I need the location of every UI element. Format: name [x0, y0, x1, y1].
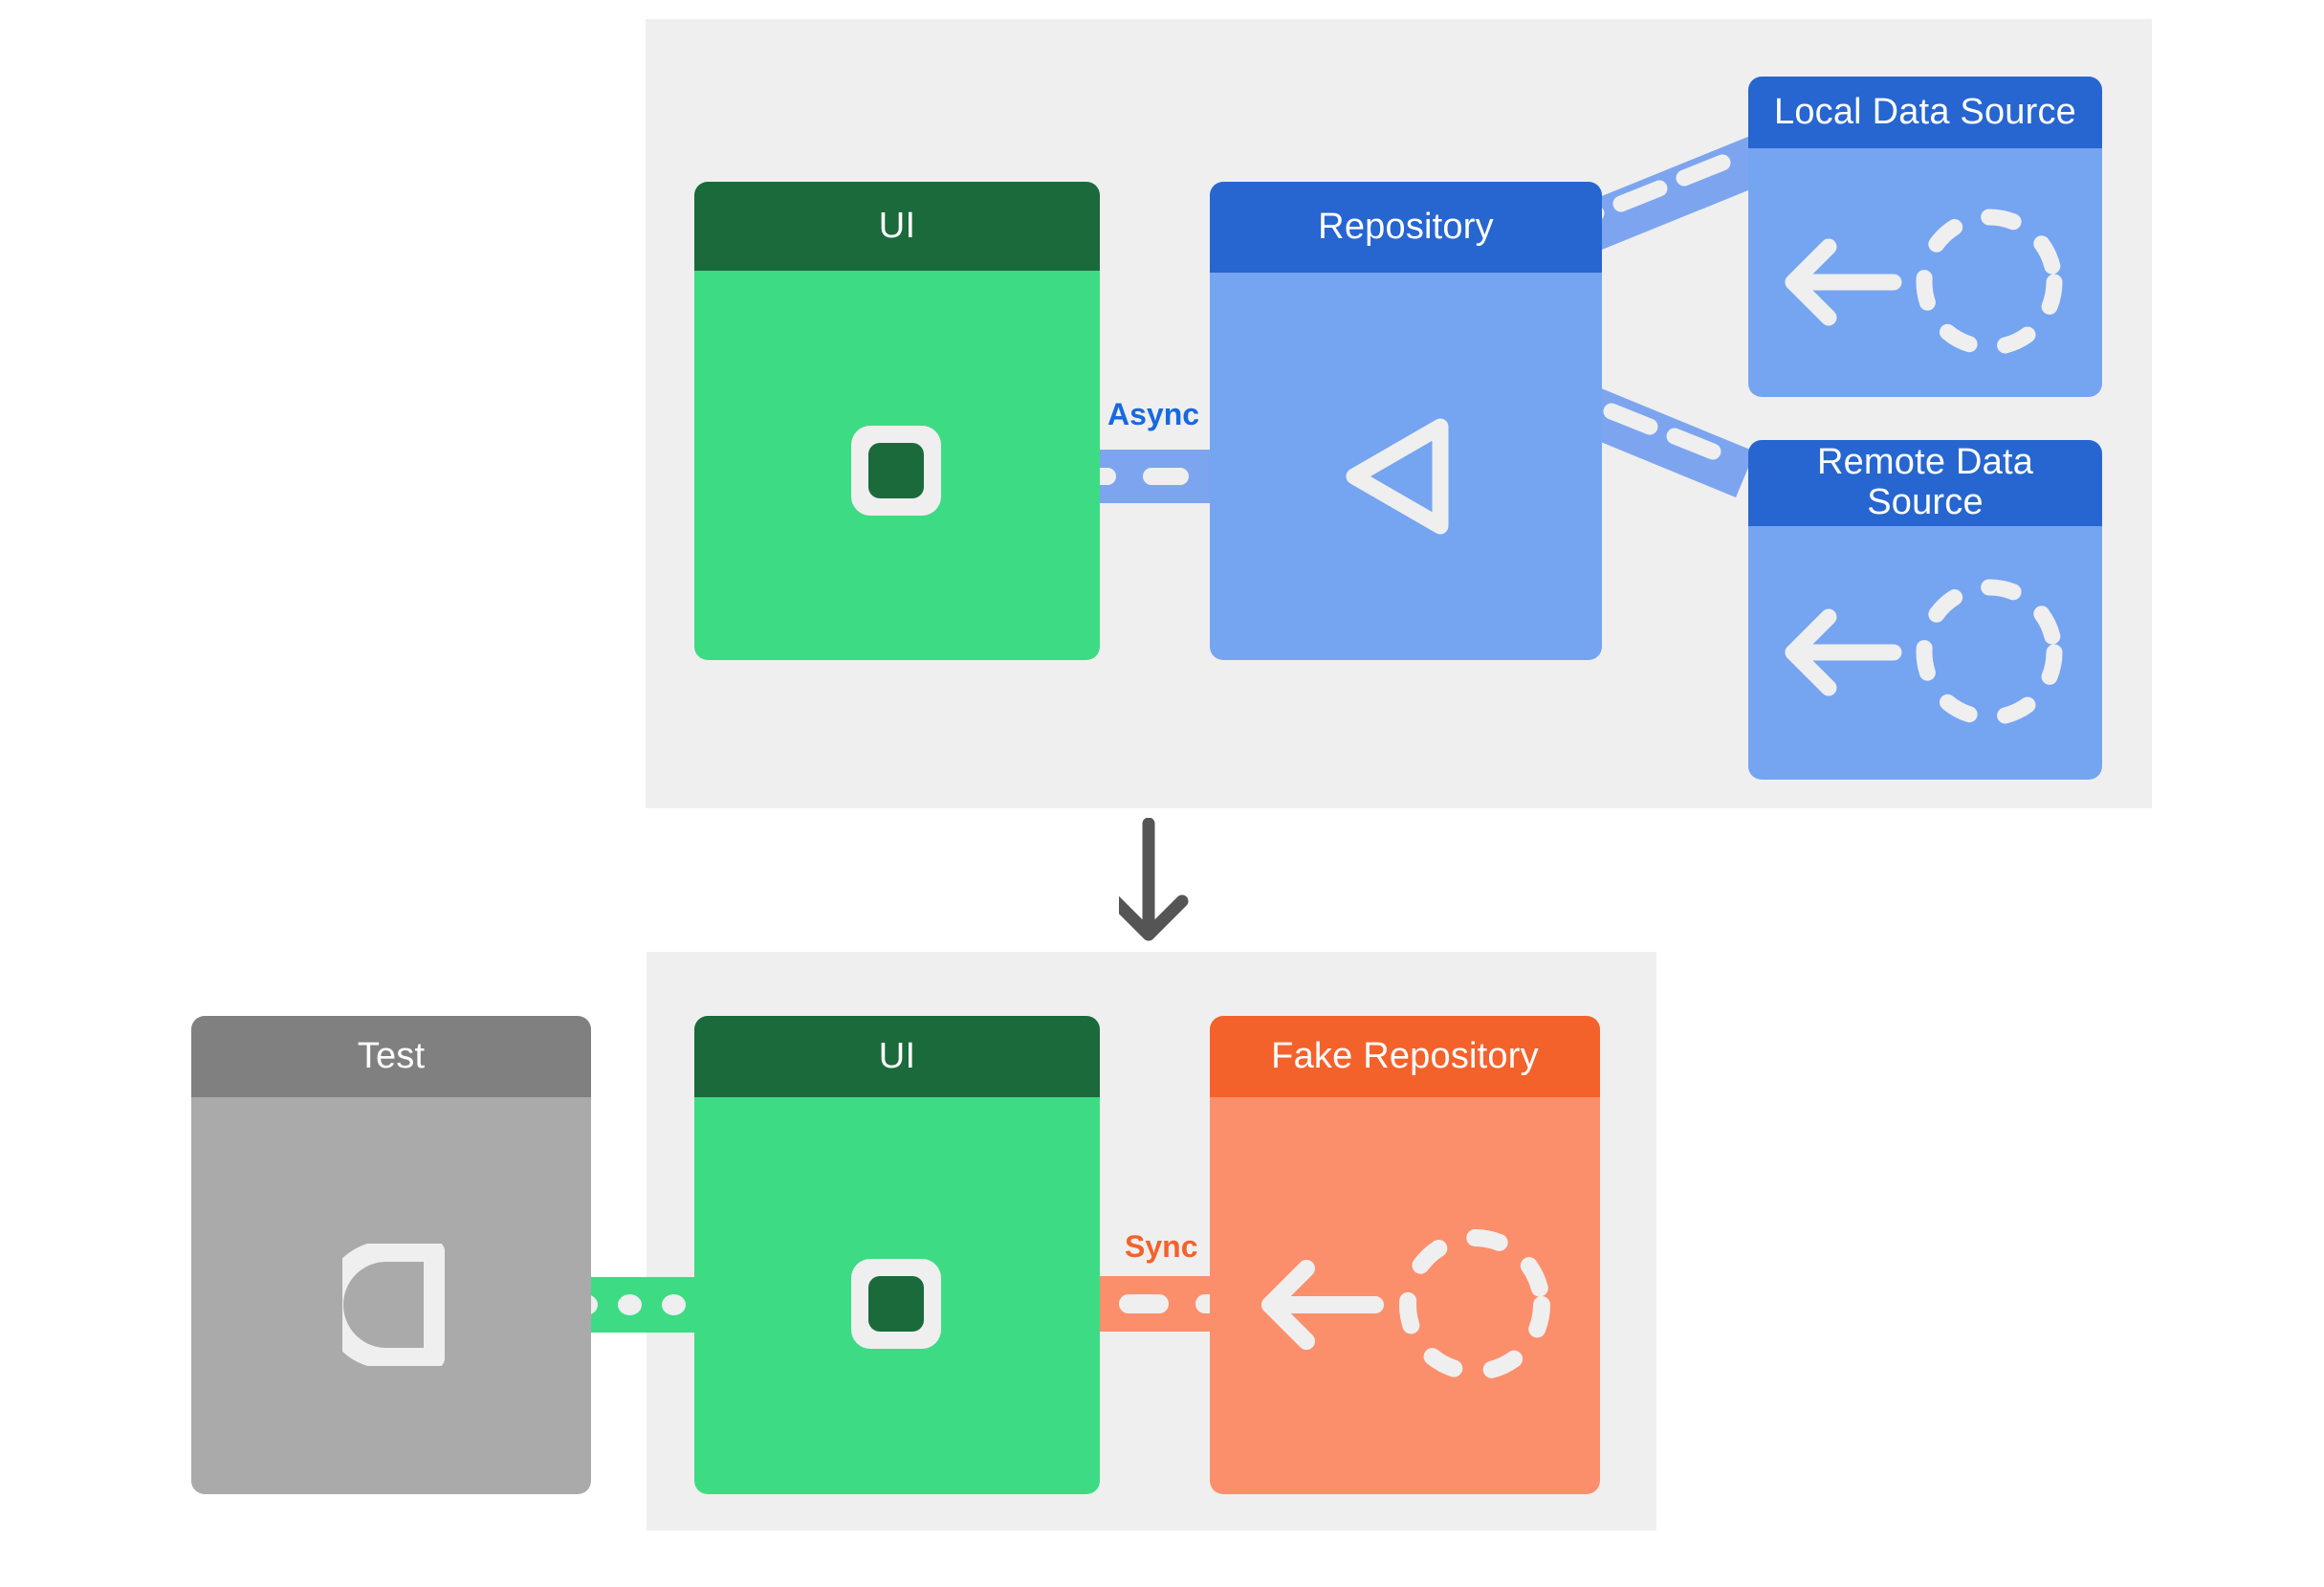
- ui-node-header: UI: [694, 182, 1100, 271]
- plug-core: [868, 443, 924, 498]
- remote-data-source-inner-icons: [1785, 579, 2063, 726]
- sync-dash: [1119, 1294, 1169, 1313]
- async-label: Async: [1107, 397, 1200, 431]
- remote-data-source-label-line2: Source: [1867, 482, 1984, 522]
- down-arrow-icon: [1119, 818, 1189, 941]
- remote-data-source-label-line1: Remote Data: [1816, 442, 2034, 483]
- ui-plug-icon-production: [851, 426, 941, 516]
- test-node-label: Test: [357, 1036, 426, 1077]
- fake-repository-header: Fake Repository: [1210, 1016, 1600, 1097]
- socket-icon: [342, 1244, 445, 1366]
- test-node[interactable]: Test: [191, 1016, 591, 1494]
- local-data-source-inner-icons: [1785, 209, 2063, 356]
- remote-data-source-header: Remote Data Source: [1748, 440, 2102, 526]
- test-node-body: [191, 1097, 591, 1494]
- ui-node-label: UI: [878, 206, 916, 247]
- ui-plug-icon-test: [851, 1259, 941, 1349]
- ui-node-header: UI: [694, 1016, 1100, 1097]
- repository-node-body: [1210, 273, 1602, 660]
- local-data-source-header: Local Data Source: [1748, 77, 2102, 148]
- local-data-source-label: Local Data Source: [1773, 92, 2077, 133]
- plug-core: [868, 1276, 924, 1332]
- async-dash: [1143, 468, 1189, 485]
- test-band-dot: [618, 1294, 642, 1315]
- ui-node-label: UI: [878, 1036, 916, 1077]
- sync-label: Sync: [1125, 1229, 1198, 1264]
- fake-repository-inner-icons: [1261, 1229, 1550, 1380]
- fake-repository-label: Fake Repository: [1271, 1036, 1539, 1077]
- ui-node-test[interactable]: UI: [694, 1016, 1100, 1494]
- ui-node-production[interactable]: UI: [694, 182, 1100, 660]
- play-triangle-icon: [1346, 418, 1449, 535]
- repository-node[interactable]: Repository: [1210, 182, 1602, 660]
- repository-node-label: Repository: [1318, 207, 1494, 248]
- test-band-dot: [662, 1294, 686, 1315]
- repository-node-header: Repository: [1210, 182, 1602, 273]
- test-node-header: Test: [191, 1016, 591, 1097]
